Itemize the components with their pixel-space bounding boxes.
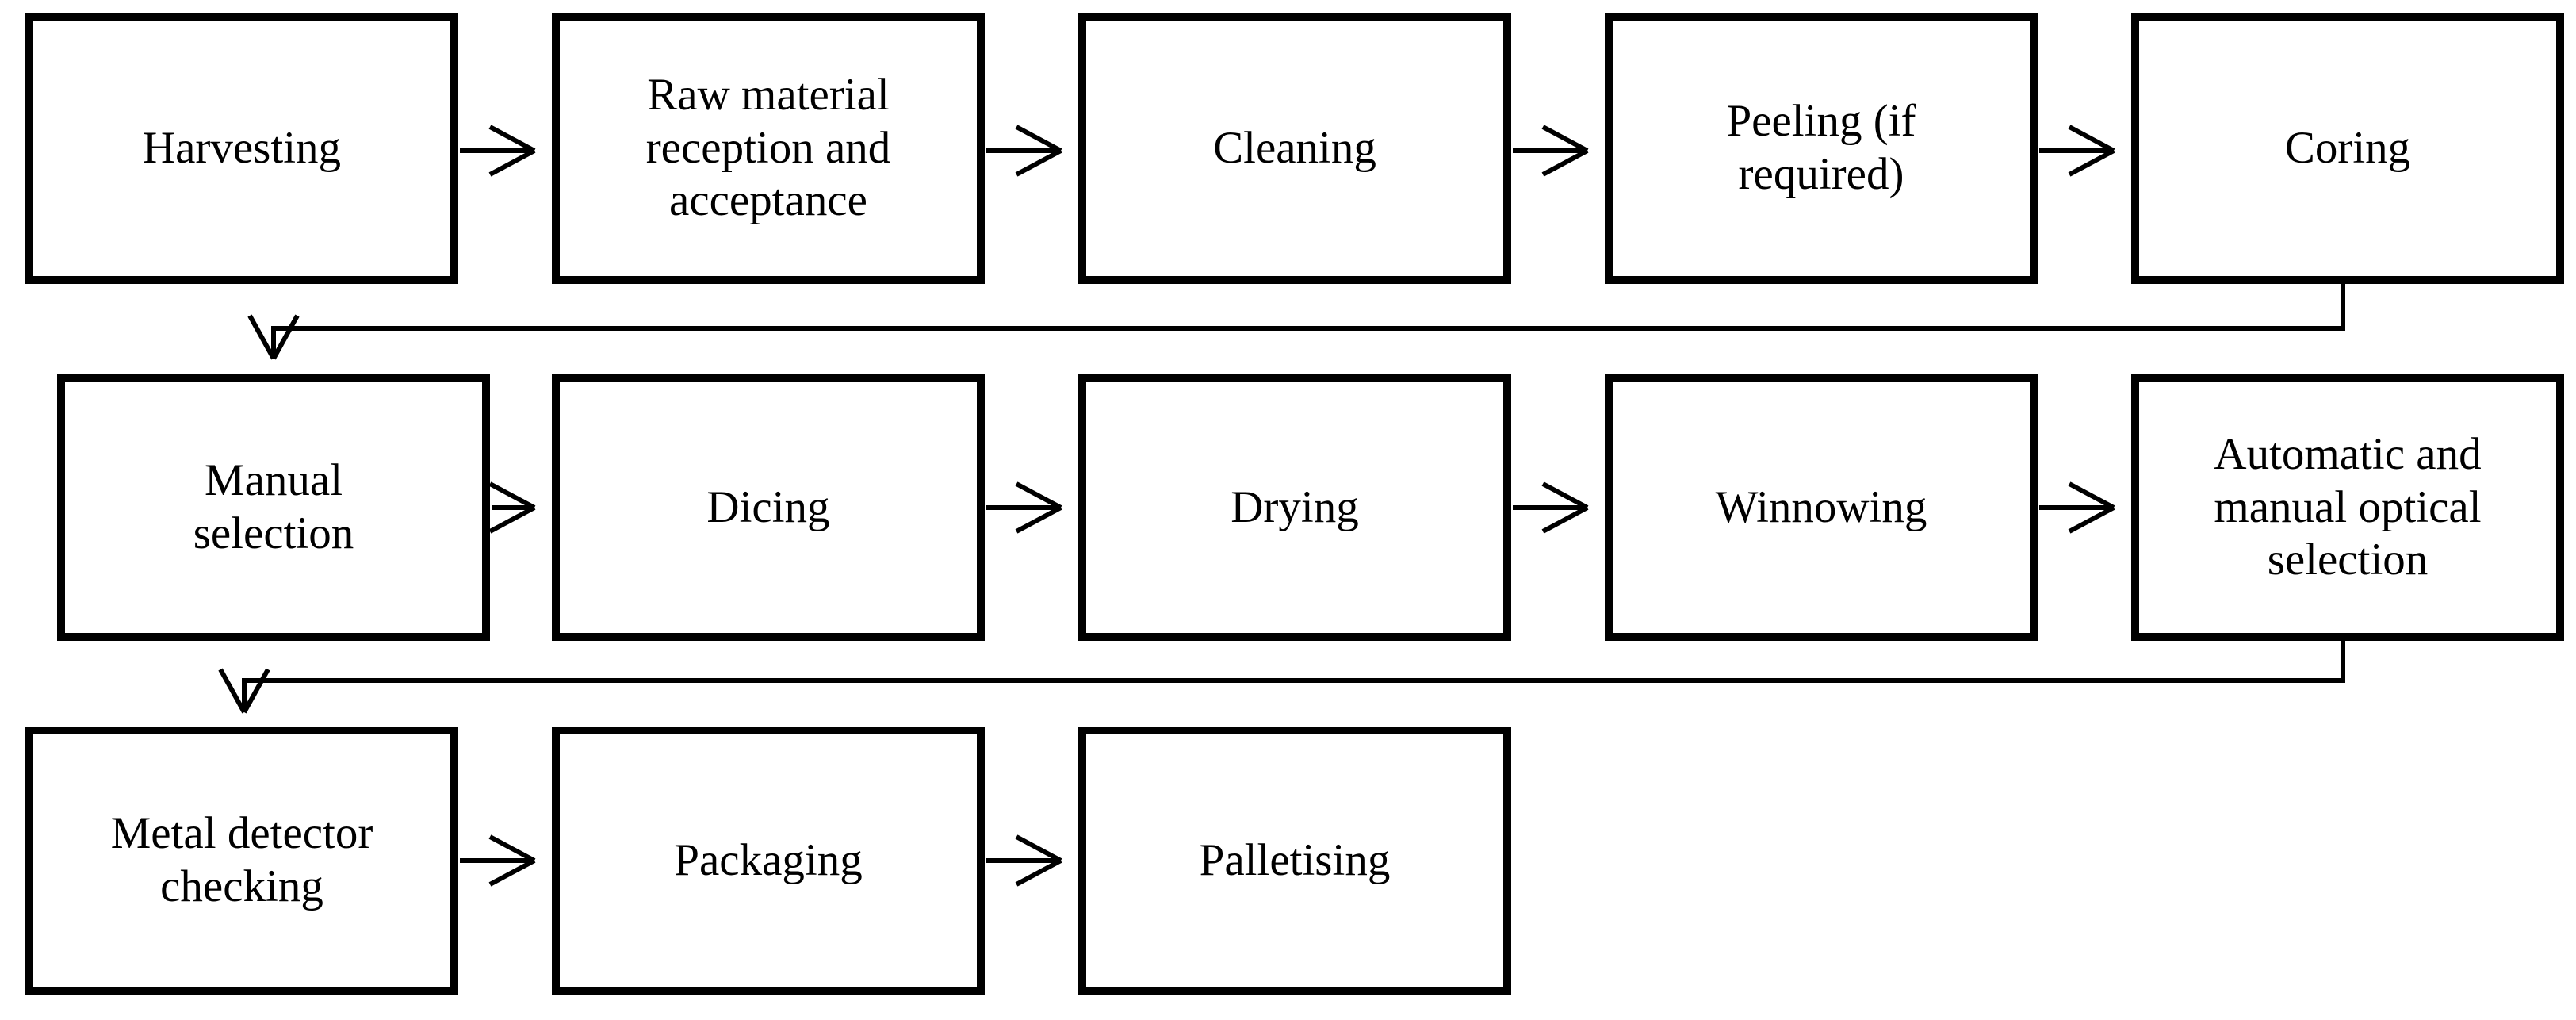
flow-node-metal-detector: Metal detector checking [25,727,458,995]
node-label-optical-selection: Automatic and manual optical selection [2214,428,2482,585]
node-label-dicing: Dicing [706,481,830,532]
arrow-raw-material-to-cleaning [986,125,1062,177]
arrow-manual-selection-to-dicing [488,481,536,534]
node-label-cleaning: Cleaning [1213,122,1376,173]
flow-node-coring: Coring [2131,13,2564,284]
node-label-drying: Drying [1231,481,1359,532]
arrow-packaging-to-palletising [986,834,1062,887]
flow-node-peeling: Peeling (if required) [1605,13,2038,284]
flow-node-drying: Drying [1078,374,1511,641]
arrow-peeling-to-coring [2039,125,2115,177]
node-label-harvesting: Harvesting [142,122,342,173]
node-label-manual-selection: Manual selection [193,455,354,558]
flow-node-harvesting: Harvesting [25,13,458,284]
flow-node-palletising: Palletising [1078,727,1511,995]
arrow-winnowing-to-optical-selection [2039,481,2115,534]
connector-optical-selection-to-metal-detector [218,641,2345,714]
flow-node-optical-selection: Automatic and manual optical selection [2131,374,2564,641]
connector-coring-to-manual-selection [247,284,2345,360]
flow-node-dicing: Dicing [552,374,985,641]
arrow-drying-to-winnowing [1513,481,1589,534]
flow-node-manual-selection: Manual selection [57,374,490,641]
arrow-metal-detector-to-packaging [460,834,536,887]
node-label-raw-material-reception: Raw material reception and acceptance [645,69,891,226]
node-label-metal-detector: Metal detector checking [110,808,373,911]
node-label-packaging: Packaging [674,834,863,885]
node-label-palletising: Palletising [1199,834,1391,885]
node-label-coring: Coring [2284,122,2411,173]
node-label-peeling: Peeling (if required) [1726,96,1916,199]
arrow-harvesting-to-raw-material [460,125,536,177]
flow-node-cleaning: Cleaning [1078,13,1511,284]
flow-node-winnowing: Winnowing [1605,374,2038,641]
arrow-cleaning-to-peeling [1513,125,1589,177]
arrow-dicing-to-drying [986,481,1062,534]
flow-node-packaging: Packaging [552,727,985,995]
node-label-winnowing: Winnowing [1715,481,1927,532]
flow-node-raw-material-reception: Raw material reception and acceptance [552,13,985,284]
